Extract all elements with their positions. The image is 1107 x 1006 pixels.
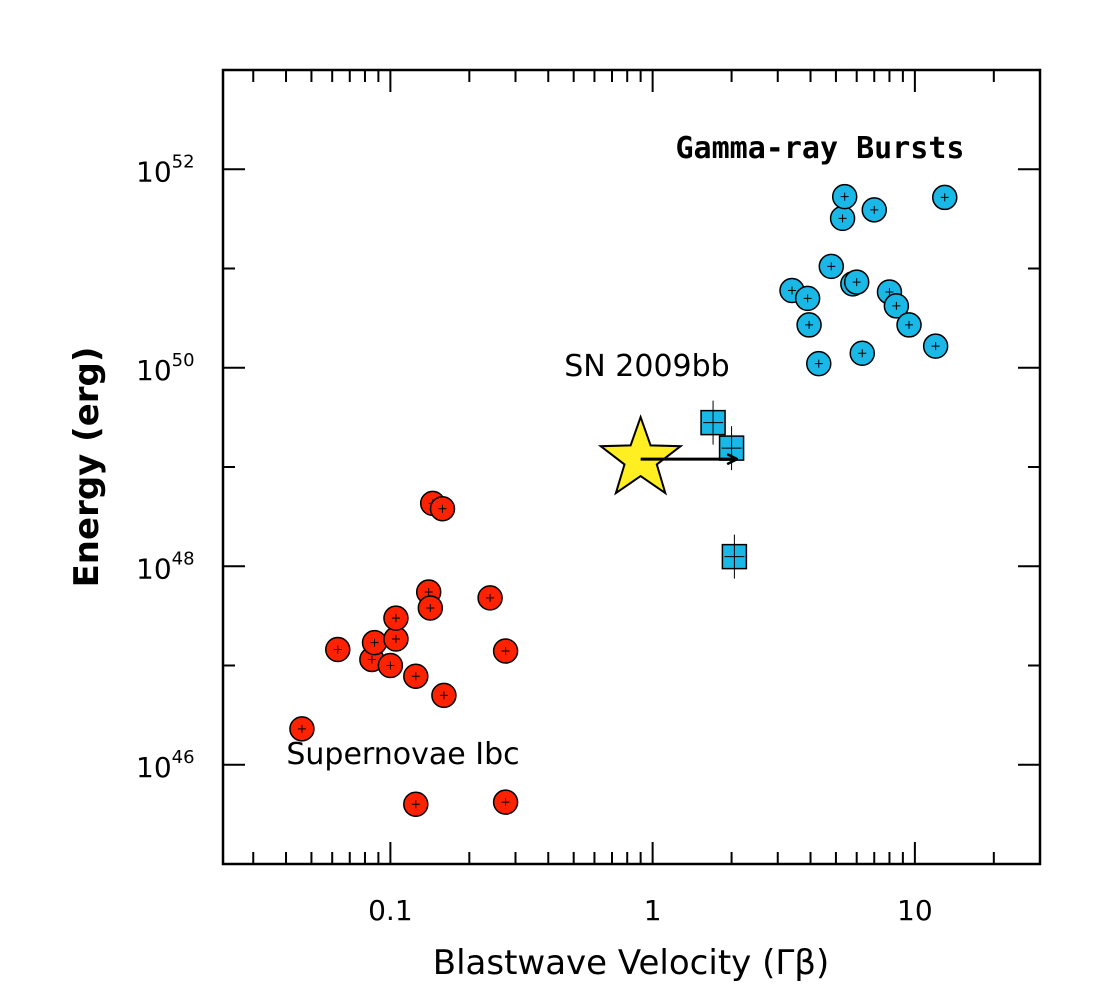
y-tick-label: 1052 [136, 151, 195, 188]
point-crosshair [486, 593, 495, 602]
point-crosshair [814, 359, 823, 368]
point-crosshair [703, 400, 724, 445]
series-sn2009bb [597, 414, 737, 496]
point-crosshair [391, 634, 400, 643]
point-crosshair [827, 262, 836, 271]
series-snibc [289, 490, 519, 817]
x-tick-label: 10 [897, 894, 933, 927]
y-tick-label: 1050 [136, 350, 195, 387]
axis-ticks [223, 69, 1041, 865]
point-crosshair [438, 504, 447, 513]
point-crosshair [367, 655, 376, 664]
y-tick-label: 1048 [136, 548, 195, 585]
annotation-snibc: Supernovae Ibc [286, 737, 519, 772]
annotation-grb: Gamma-ray Bursts [676, 131, 965, 166]
x-tick-label: 1 [644, 894, 662, 927]
point-crosshair [426, 603, 435, 612]
x-tick-labels: 0.1 1 10 [368, 894, 933, 927]
point-crosshair [870, 205, 879, 214]
x-tick-label: 0.1 [368, 894, 413, 927]
point-crosshair [333, 645, 342, 654]
point-crosshair [724, 534, 745, 579]
data-marks [289, 183, 958, 817]
point-crosshair [838, 214, 847, 223]
point-crosshair [892, 301, 901, 310]
y-tick-label: 1046 [136, 747, 195, 784]
point-crosshair [501, 798, 510, 807]
point-crosshair [391, 614, 400, 623]
point-crosshair [411, 672, 420, 681]
point-crosshair [905, 320, 914, 329]
series-grb [779, 183, 958, 377]
point-crosshair [297, 724, 306, 733]
point-crosshair [386, 661, 395, 670]
series-grb-squares [700, 400, 748, 579]
y-axis-title: Energy (erg) [67, 347, 107, 588]
y-tick-labels: 1046 1048 1050 1052 [136, 151, 195, 784]
point-crosshair [439, 691, 448, 700]
point-crosshair [501, 646, 510, 655]
point-crosshair [852, 278, 861, 287]
point-crosshair [885, 287, 894, 296]
point-crosshair [803, 294, 812, 303]
point-crosshair [858, 349, 867, 358]
annotation-sn2009bb: SN 2009bb [564, 349, 729, 384]
point-crosshair [424, 588, 433, 597]
point-crosshair [788, 286, 797, 295]
point-crosshair [411, 800, 420, 809]
x-axis-title: Blastwave Velocity (Γβ) [433, 943, 830, 983]
point-crosshair [931, 342, 940, 351]
point-crosshair [840, 192, 849, 201]
point-crosshair [370, 638, 379, 647]
point-crosshair [805, 320, 814, 329]
data-point-star [597, 414, 684, 496]
point-crosshair [940, 193, 949, 202]
